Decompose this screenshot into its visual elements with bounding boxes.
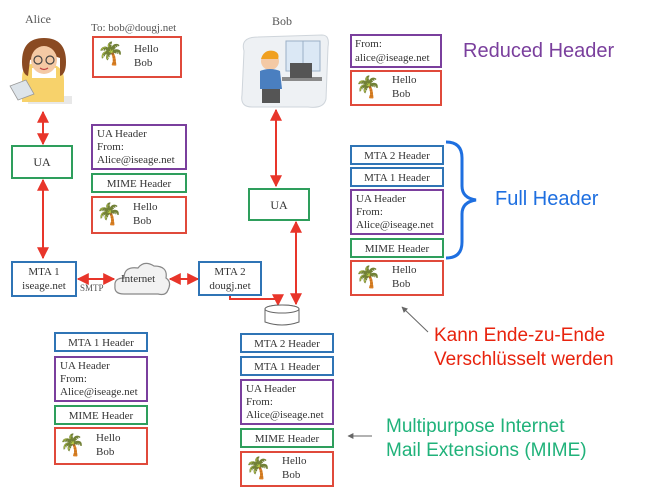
bob-label: Bob	[272, 14, 293, 28]
mta1-header-box: MTA 1 Header	[54, 332, 148, 352]
ua-header-box: UA Header From: Alice@iseage.net	[240, 379, 334, 425]
message-box: 🌴 Hello Bob	[92, 36, 182, 78]
mime-header-box: MIME Header	[54, 405, 148, 425]
ua-header-box: UA Header From: Alice@iseage.net	[54, 356, 148, 402]
mime-annotation-line2: Mail Extensions (MIME)	[386, 440, 587, 461]
message-line1: Hello	[134, 43, 159, 55]
mime-header-box: MIME Header	[240, 428, 334, 448]
full-header-annotation: Full Header	[495, 188, 599, 210]
ua-header-box: UA Header From: Alice@iseage.net	[91, 124, 187, 170]
ua-alice: UA	[11, 145, 73, 179]
mta1-box: MTA 1 iseage.net	[11, 261, 77, 297]
message-line2: Bob	[134, 57, 153, 69]
message-box: 🌴 Hello Bob	[54, 427, 148, 465]
mailbox-icon	[264, 304, 300, 326]
mta2-header-box: MTA 2 Header	[240, 333, 334, 353]
reduced-header-annotation: Reduced Header	[463, 40, 615, 62]
message-box: 🌴 Hello Bob	[240, 451, 334, 487]
bob-icon	[241, 34, 329, 108]
e2e-annotation-line1: Kann Ende-zu-Ende	[434, 325, 606, 346]
message-box: 🌴 Hello Bob	[350, 70, 442, 106]
palm-icon: 🌴	[96, 202, 123, 226]
mta1-header-box: MTA 1 Header	[350, 167, 444, 187]
alice-icon	[9, 38, 72, 104]
internet-label: Internet	[121, 273, 156, 285]
message-box: 🌴 Hello Bob	[350, 260, 444, 296]
mta2-box: MTA 2 dougj.net	[198, 261, 262, 296]
reduced-from-box: From: alice@iseage.net	[350, 34, 442, 68]
pointer-e2e	[401, 306, 429, 333]
mta1-header-box: MTA 1 Header	[240, 356, 334, 376]
message-box: 🌴 Hello Bob	[91, 196, 187, 234]
arrow-mta2-mailbox	[229, 294, 284, 307]
ua-bob: UA	[248, 188, 310, 221]
mta2-header-box: MTA 2 Header	[350, 145, 444, 165]
smtp-label: SMTP	[80, 283, 104, 293]
ua-header-box: UA Header From: Alice@iseage.net	[350, 189, 444, 235]
mime-annotation-line1: Multipurpose Internet	[386, 416, 565, 437]
palm-icon: 🌴	[245, 456, 272, 480]
internet-cloud-icon	[114, 262, 171, 296]
full-header-brace	[445, 140, 477, 260]
e2e-annotation-line2: Verschlüsselt werden	[434, 349, 614, 370]
palm-icon: 🌴	[97, 42, 125, 67]
alice-label: Alice	[25, 12, 51, 26]
to-line: To: bob@dougj.net	[91, 22, 177, 34]
palm-icon: 🌴	[59, 433, 86, 457]
mime-header-box: MIME Header	[91, 173, 187, 193]
mime-header-box: MIME Header	[350, 238, 444, 258]
palm-icon: 🌴	[355, 75, 382, 99]
palm-icon: 🌴	[355, 265, 382, 289]
